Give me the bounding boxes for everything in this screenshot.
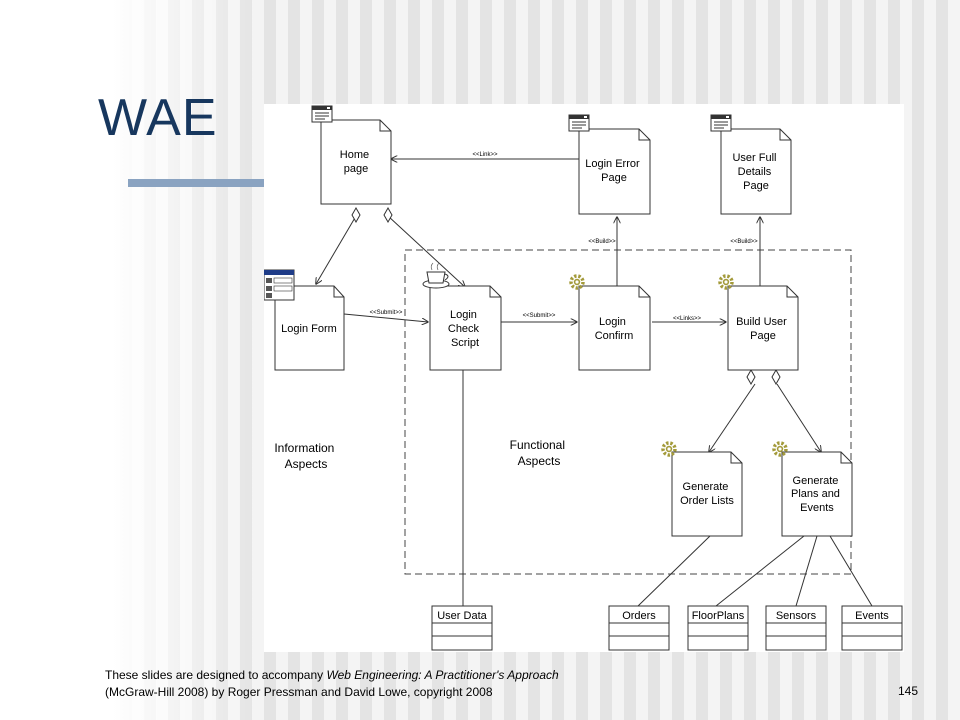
information-aspects-label: Information Aspects (274, 441, 337, 471)
page-login-error-label: Login Error Page (585, 158, 642, 184)
aggregation-diamond (771, 368, 781, 386)
coffee-cup-icon (422, 262, 450, 289)
floorplans-assoc (715, 535, 805, 607)
page-login-confirm-label: Login Confirm (595, 316, 634, 342)
slide-footer: These slides are designed to accompany W… (105, 667, 559, 701)
submit-stereotype: <<Submit>> (370, 310, 403, 316)
page-order-lists-label: Generate Order Lists (680, 481, 734, 507)
aggregation-diamond (746, 368, 756, 386)
class-user-data (431, 605, 493, 651)
page-user-full-label: User Full Details Page (732, 152, 779, 192)
functional-aspects-region (404, 249, 852, 575)
slide-title: WAE (98, 89, 218, 147)
links-stereotype: <<Links>> (673, 316, 702, 322)
class-orders (608, 605, 670, 651)
class-floorplans (687, 605, 749, 651)
gear-icon (661, 441, 677, 457)
gear-icon (718, 274, 734, 290)
wae-diagram: Home page Login Error Page User Full Det… (263, 104, 904, 652)
web-page-icon (311, 105, 333, 123)
page-number: 145 (898, 684, 919, 698)
page-login-form-label: Login Form (281, 323, 337, 335)
build-stereotype: <<Build>> (730, 239, 758, 245)
events-assoc (829, 535, 873, 607)
footer-line-1: These slides are designed to accompany W… (105, 667, 559, 684)
aggregation-diamond (383, 206, 393, 224)
footer-book-title: Web Engineering: A Practitioner's Approa… (326, 668, 559, 682)
web-page-icon (568, 114, 590, 132)
home-to-check (387, 215, 465, 287)
class-floorplans-label: FloorPlans (692, 610, 745, 622)
page-order-lists (671, 451, 743, 537)
title-accent-bar (128, 179, 266, 187)
class-events (841, 605, 903, 651)
page-user-full (720, 128, 792, 215)
home-to-form (316, 215, 357, 284)
class-user-data-label: User Data (437, 610, 487, 622)
page-plans-events-label: Generate Plans and Events (791, 475, 843, 514)
class-sensors-label: Sensors (776, 610, 817, 622)
submit-stereotype: <<Submit>> (523, 313, 556, 319)
page-home (320, 119, 392, 205)
gear-icon (569, 274, 585, 290)
class-orders-label: Orders (622, 610, 656, 622)
page-login-check-label: Login Check Script (448, 309, 482, 349)
build-to-orders (709, 383, 756, 452)
footer-prefix: These slides are designed to accompany (105, 668, 327, 682)
sensors-assoc (795, 535, 818, 607)
aggregation-diamond (351, 206, 361, 224)
submit-connector-form (343, 313, 428, 322)
gear-icon (772, 441, 788, 457)
page-login-error (578, 128, 651, 215)
build-stereotype: <<Build>> (588, 239, 616, 245)
page-login-form (274, 285, 345, 371)
form-icon (263, 269, 295, 301)
page-home-label: Home page (340, 149, 372, 175)
link-stereotype: <<Link>> (472, 152, 498, 158)
footer-line-2: (McGraw-Hill 2008) by Roger Pressman and… (105, 685, 493, 699)
page-plans-events (781, 451, 853, 537)
web-page-icon (710, 114, 732, 132)
diagram-canvas: Home page Login Error Page User Full Det… (263, 105, 903, 651)
page-build-user (727, 285, 799, 371)
page-login-confirm (578, 285, 651, 371)
page-build-user-label: Build User Page (736, 316, 790, 342)
page-login-check (429, 285, 502, 371)
functional-aspects-label: Functional Aspects (510, 438, 569, 468)
build-to-plans (776, 383, 821, 452)
class-sensors (765, 605, 827, 651)
orders-assoc (637, 535, 711, 607)
class-events-label: Events (855, 610, 889, 622)
connectors (316, 159, 873, 607)
